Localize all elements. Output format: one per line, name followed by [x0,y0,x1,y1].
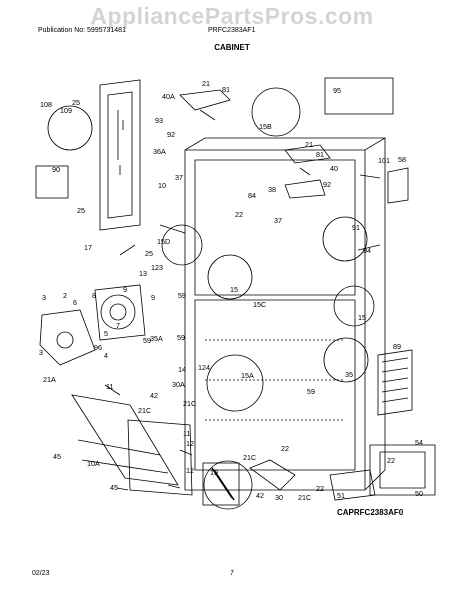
diagram-code: CAPRFC2383AF0 [337,508,404,517]
svg-text:11: 11 [106,382,113,391]
svg-text:4: 4 [104,351,108,360]
svg-text:50: 50 [415,489,423,498]
svg-text:84: 84 [248,191,256,200]
svg-text:22: 22 [235,210,243,219]
drawer-front [71,394,179,486]
vent-grille-89 [377,349,413,416]
svg-text:21: 21 [305,140,313,149]
svg-text:45: 45 [110,483,118,492]
svg-text:90: 90 [52,165,60,174]
svg-text:92: 92 [323,180,331,189]
svg-text:81: 81 [316,150,324,159]
svg-text:7: 7 [116,321,120,330]
svg-text:30: 30 [275,493,283,502]
svg-text:59: 59 [143,336,151,345]
svg-text:15A: 15A [241,371,254,380]
svg-text:22: 22 [281,444,289,453]
svg-text:21C: 21C [298,493,311,502]
svg-text:19: 19 [210,468,218,477]
svg-text:25: 25 [77,206,85,215]
svg-text:40: 40 [330,164,338,173]
svg-text:40A: 40A [162,92,175,101]
svg-text:2: 2 [63,291,67,300]
svg-text:37: 37 [274,216,282,225]
svg-text:9: 9 [151,293,155,302]
gasket [127,419,193,496]
svg-text:59: 59 [307,387,315,396]
svg-text:59: 59 [178,291,186,300]
svg-text:35: 35 [345,370,353,379]
svg-text:10A: 10A [87,459,100,468]
svg-text:42: 42 [256,491,264,500]
svg-text:101: 101 [378,156,390,165]
svg-text:93: 93 [155,116,163,125]
svg-text:12: 12 [186,466,194,475]
page-number: 7 [230,570,234,577]
svg-text:21A: 21A [43,375,56,384]
publication-number: Publication No: 5995731481 [38,27,126,34]
svg-text:21C: 21C [183,399,196,408]
svg-text:51: 51 [337,491,345,500]
svg-text:37: 37 [175,173,183,182]
svg-text:5: 5 [104,329,108,338]
svg-text:17: 17 [84,243,92,252]
svg-text:124: 124 [198,363,210,372]
svg-text:81: 81 [222,85,230,94]
svg-text:123: 123 [151,263,163,272]
svg-text:13: 13 [139,269,147,278]
svg-text:25: 25 [145,249,153,258]
svg-text:92: 92 [167,130,175,139]
footer-date: 02/23 [32,570,50,577]
svg-text:95: 95 [333,86,341,95]
svg-text:11: 11 [183,429,190,438]
svg-text:59: 59 [177,333,185,342]
svg-text:15: 15 [358,313,366,322]
svg-text:109: 109 [60,106,72,115]
svg-text:12: 12 [186,439,194,448]
section-title: CABINET [214,43,250,52]
cabinet-body [184,137,386,491]
svg-text:96: 96 [94,343,102,352]
watermark: AppliancePartsPros.com [90,3,374,29]
svg-text:15D: 15D [157,237,170,246]
svg-text:45: 45 [53,452,61,461]
svg-text:38: 38 [268,185,276,194]
svg-text:36A: 36A [153,147,166,156]
svg-text:9: 9 [123,285,127,294]
svg-text:14: 14 [178,365,186,374]
svg-text:22: 22 [387,456,395,465]
svg-text:89: 89 [393,342,401,351]
svg-text:6: 6 [73,298,77,307]
svg-text:8: 8 [92,291,96,300]
svg-text:21C: 21C [138,406,151,415]
svg-text:21C: 21C [243,453,256,462]
svg-text:15B: 15B [259,122,272,131]
model-number: PRFC2383AF1 [208,27,256,34]
svg-text:35A: 35A [150,334,163,343]
svg-text:3: 3 [39,348,43,357]
svg-text:15: 15 [230,285,238,294]
svg-text:10: 10 [158,181,166,190]
svg-text:21: 21 [202,79,210,88]
fan-housing [100,294,136,330]
svg-text:91: 91 [352,223,360,232]
svg-text:25: 25 [72,98,80,107]
svg-text:58: 58 [398,155,406,164]
svg-text:3: 3 [42,293,46,302]
svg-text:30A: 30A [172,380,185,389]
svg-text:108: 108 [40,100,52,109]
crisper-drawer [369,444,436,496]
svg-text:54: 54 [415,438,423,447]
svg-text:15C: 15C [253,300,266,309]
svg-text:42: 42 [150,391,158,400]
svg-text:22: 22 [316,484,324,493]
door-panel [99,79,141,231]
svg-text:94: 94 [363,246,371,255]
vent-101 [387,167,409,204]
